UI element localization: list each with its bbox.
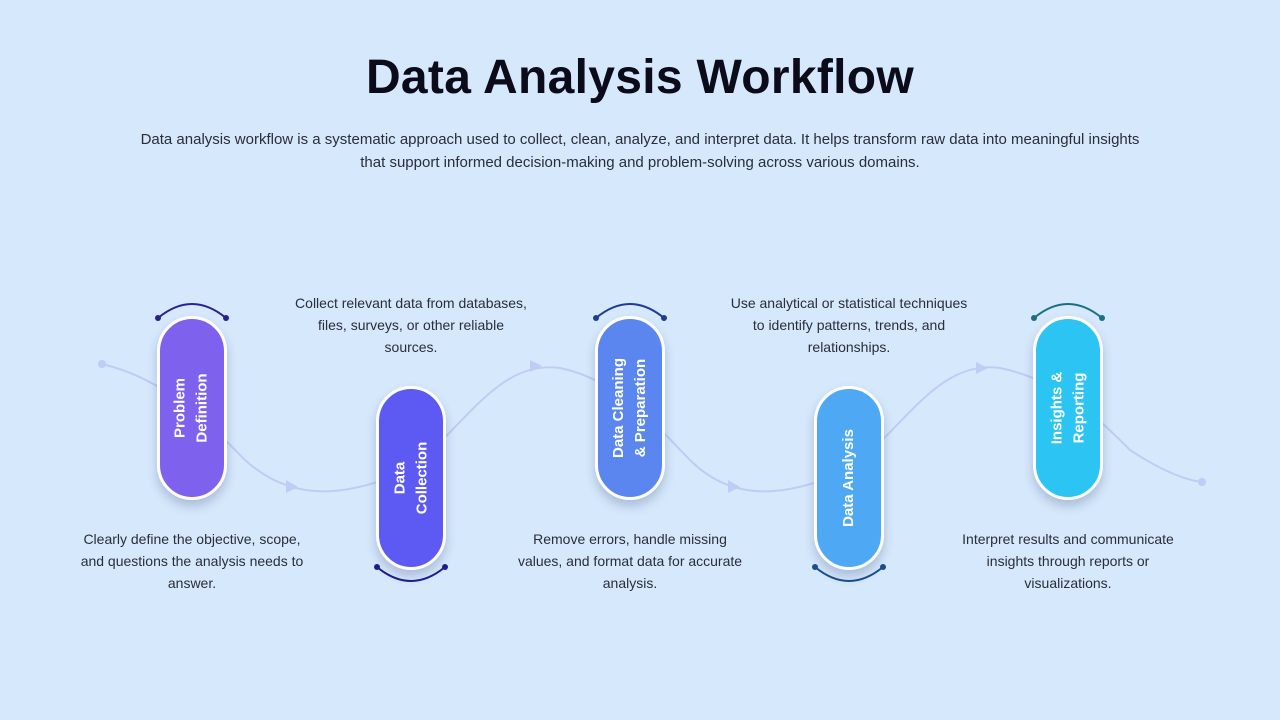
connector-arrow [530, 360, 542, 372]
step-1-arc [155, 303, 229, 321]
step-4-arc [812, 564, 886, 582]
step-5-description: Interpret results and communicate insigh… [962, 531, 1174, 591]
step-4-description: Use analytical or statistical techniques… [730, 295, 968, 355]
step-4-pill: Data Analysis [814, 386, 884, 570]
connector-arrow [976, 362, 988, 374]
page-title: Data Analysis Workflow [365, 51, 915, 104]
step-5-pill: Insights & Reporting [1033, 316, 1103, 500]
step-2-label: Data Collection [391, 441, 431, 515]
page-subtitle: Data analysis workflow is a systematic a… [140, 131, 1140, 171]
step-3-arc [593, 303, 667, 321]
step-1-label: Problem Definition [172, 373, 211, 443]
step-2-description: Collect relevant data from databases, fi… [295, 295, 527, 355]
step-1-pill: Problem Definition [157, 316, 227, 500]
step-2-arc [374, 564, 448, 582]
step-5-label: Insights & Reporting [1048, 371, 1088, 445]
step-1-description: Clearly define the objective, scope, and… [80, 531, 304, 591]
connector-arrow [286, 480, 298, 493]
connector-arrow [728, 480, 740, 493]
step-3-label: Data Cleaning & Preparation [610, 357, 649, 459]
step-2-pill: Data Collection [376, 386, 446, 570]
step-5-arc [1031, 303, 1105, 321]
step-3-description: Remove errors, handle missing values, an… [517, 531, 743, 591]
step-4-label: Data Analysis [840, 429, 858, 527]
connector-end-dot [1198, 478, 1206, 486]
connector-start-dot [98, 360, 106, 368]
step-3-pill: Data Cleaning & Preparation [595, 316, 665, 500]
